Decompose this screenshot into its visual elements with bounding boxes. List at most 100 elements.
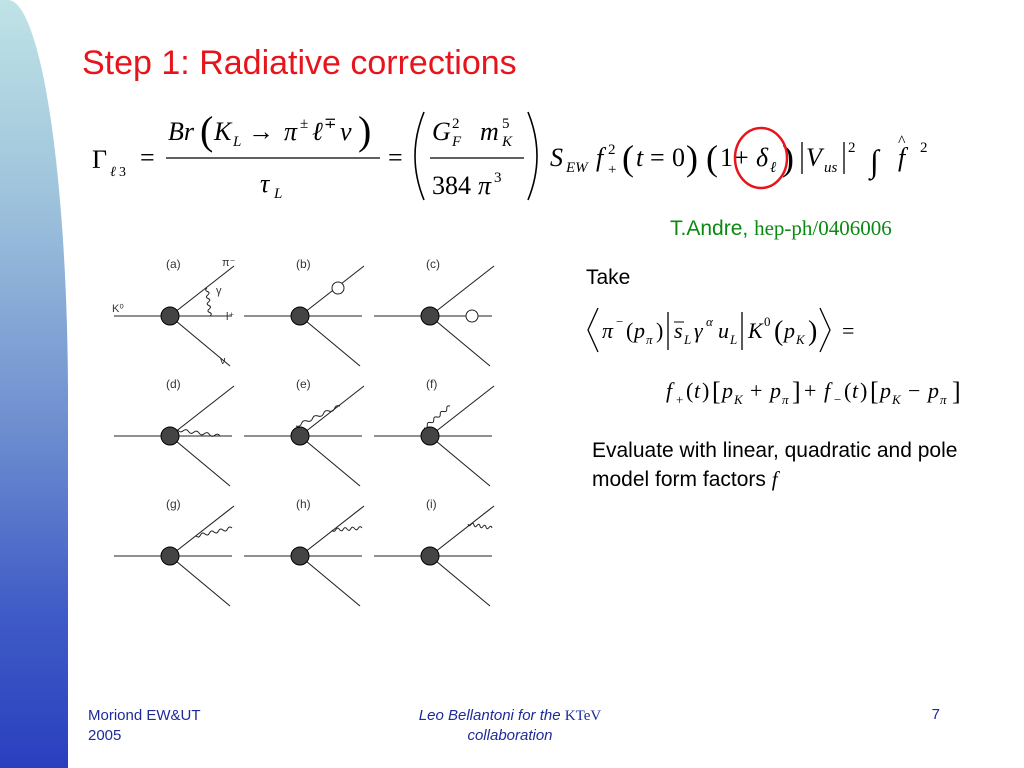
svg-text:): ): [808, 316, 817, 347]
svg-text:F: F: [451, 134, 462, 150]
svg-text:V: V: [806, 143, 825, 172]
svg-text:2: 2: [608, 142, 616, 158]
svg-text:Γ: Γ: [92, 145, 107, 174]
svg-text:π: π: [646, 332, 653, 347]
svg-text:p: p: [782, 318, 795, 343]
particle-label-neutrino: ν: [220, 355, 226, 367]
svg-text:u: u: [718, 318, 729, 343]
diagram-label: (c): [426, 257, 440, 271]
svg-text:p: p: [878, 378, 891, 403]
svg-text:): ): [686, 138, 698, 178]
svg-text:EW: EW: [565, 160, 589, 176]
diagram-label: (b): [296, 257, 311, 271]
svg-text:G: G: [432, 117, 451, 146]
svg-text:L: L: [232, 134, 241, 150]
svg-text:p: p: [720, 378, 733, 403]
svg-text:[: [: [870, 377, 879, 406]
svg-text:5: 5: [502, 116, 510, 132]
diagram-label: (a): [166, 257, 181, 271]
delta-highlight-circle: [733, 126, 789, 190]
svg-text:f: f: [666, 378, 675, 403]
svg-text:3: 3: [119, 165, 126, 180]
decay-rate-formula: Γ ℓ 3 = Br ( K L → π ± ℓ ∓ ν ) τ L = G 2…: [92, 108, 928, 202]
take-label: Take: [586, 266, 631, 289]
svg-text:): ): [358, 108, 371, 153]
svg-text:2: 2: [452, 116, 460, 132]
footer-ktev: KTeV: [564, 708, 602, 724]
svg-text:us: us: [824, 160, 838, 176]
svg-text:+: +: [676, 392, 683, 407]
diagram-label: (i): [426, 497, 437, 511]
svg-text:±: ±: [300, 116, 308, 132]
feynman-diagram: (e): [244, 377, 365, 487]
feynman-diagram: (i): [374, 497, 495, 607]
svg-text:−: −: [908, 378, 920, 403]
svg-text:(: (: [626, 318, 633, 343]
svg-text:(: (: [686, 378, 693, 403]
svg-text:[: [: [712, 377, 721, 406]
svg-text:K: K: [501, 134, 513, 150]
svg-text:L: L: [729, 332, 737, 347]
evaluate-text: Evaluate with linear, quadratic and pole…: [592, 436, 1012, 494]
reference-code: hep-ph/0406006: [754, 216, 892, 240]
svg-text:(: (: [706, 138, 718, 178]
diagram-label: (f): [426, 377, 437, 391]
feynman-diagram: (b): [244, 257, 365, 367]
feynman-diagram: (f): [374, 377, 495, 487]
footer-conference-line2: 2005: [88, 727, 122, 744]
svg-text:S: S: [550, 143, 563, 172]
svg-text:]: ]: [952, 377, 961, 406]
svg-text:(: (: [774, 316, 783, 347]
svg-text:π: π: [602, 318, 614, 343]
evaluate-sentence: Evaluate with linear, quadratic and pole…: [592, 439, 958, 491]
svg-text:(: (: [844, 378, 851, 403]
decorative-side-band: [0, 0, 68, 768]
svg-text:0: 0: [672, 143, 685, 172]
feynman-diagram: (c): [374, 257, 495, 367]
svg-text:f: f: [596, 143, 607, 172]
svg-text:t: t: [694, 378, 701, 403]
page-number: 7: [931, 706, 940, 723]
svg-text:L: L: [683, 332, 691, 347]
svg-text:K: K: [747, 318, 764, 343]
footer-author: Leo Bellantoni for the KTeV collaboratio…: [360, 706, 660, 746]
svg-text:=: =: [842, 318, 854, 343]
svg-text:=: =: [650, 143, 665, 172]
svg-text:→: →: [248, 117, 274, 146]
feynman-diagram: (d): [114, 377, 235, 487]
svg-text:+: +: [734, 143, 749, 172]
diagram-label: (e): [296, 377, 311, 391]
svg-text:p: p: [768, 378, 781, 403]
svg-text:0: 0: [764, 314, 771, 329]
svg-text:t: t: [636, 143, 644, 172]
footer-author-line2: collaboration: [467, 727, 553, 744]
svg-text:): ): [656, 318, 663, 343]
svg-text:): ): [702, 378, 709, 403]
svg-text:f: f: [824, 378, 833, 403]
svg-text:α: α: [706, 314, 714, 329]
svg-text:t: t: [852, 378, 859, 403]
svg-text:=: =: [388, 143, 403, 172]
reference: T.Andre, hep-ph/0406006: [670, 216, 892, 241]
particle-label-pion: π⁻: [222, 257, 236, 269]
svg-text:−: −: [834, 392, 841, 407]
svg-text:∫: ∫: [868, 143, 881, 181]
svg-text:]: ]: [792, 377, 801, 406]
svg-text:ℓ: ℓ: [312, 117, 323, 146]
feynman-diagram: (h): [244, 497, 365, 607]
matrix-element-formula: π − ( p π ) s L γ α u L K 0 ( p K ) = f …: [587, 307, 961, 407]
svg-text:π: π: [284, 117, 298, 146]
svg-text:K: K: [213, 117, 233, 146]
slide-title: Step 1: Radiative corrections: [82, 44, 517, 82]
svg-text:π: π: [940, 392, 947, 407]
particle-label-lepton: l⁺: [226, 311, 234, 323]
svg-text:γ: γ: [694, 318, 704, 343]
diagram-label: (g): [166, 497, 181, 511]
svg-text:m: m: [480, 117, 499, 146]
svg-text:τ: τ: [260, 169, 271, 198]
svg-text:(: (: [200, 108, 213, 153]
diagram-label: (h): [296, 497, 311, 511]
svg-text:2: 2: [848, 140, 856, 156]
